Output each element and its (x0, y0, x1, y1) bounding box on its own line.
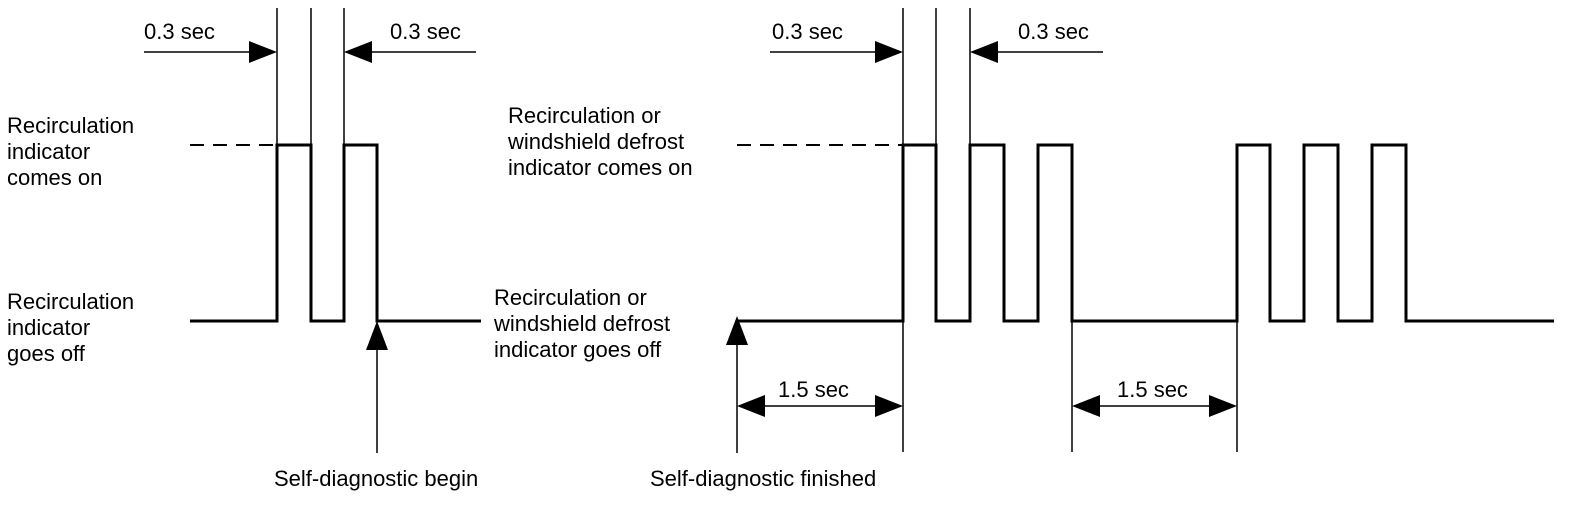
label-line: Recirculation (7, 113, 135, 138)
left-off-state-label: Recirculation indicator goes off (7, 289, 134, 367)
right-off-state-label: Recirculation or windshield defrost indi… (494, 285, 670, 363)
interval-label-1: 1.5 sec (778, 377, 849, 402)
right-signal-waveform (737, 143, 1554, 323)
arrow-up-icon (726, 316, 748, 345)
label-line: comes on (7, 165, 103, 190)
self-diagnostic-finished-label: Self-diagnostic finished (650, 466, 877, 491)
label-line: indicator (7, 139, 91, 164)
arrow-right-icon (249, 41, 277, 63)
label-line: Recirculation or (494, 285, 647, 310)
label-line: goes off (7, 341, 85, 366)
label-line: indicator (7, 315, 91, 340)
right-timing-label-1: 0.3 sec (772, 19, 843, 44)
arrow-right-icon (1209, 395, 1237, 417)
left-on-state-label: Recirculation indicator comes on (7, 113, 134, 191)
arrow-up-icon (366, 321, 388, 350)
left-signal-waveform (190, 143, 481, 323)
right-on-state-label: Recirculation or windshield defrost indi… (508, 103, 693, 181)
label-line: Recirculation or (508, 103, 661, 128)
left-timing-label-2: 0.3 sec (390, 19, 461, 44)
arrow-right-icon (875, 41, 903, 63)
interval-label-2: 1.5 sec (1117, 377, 1188, 402)
self-diagnostic-begin-label: Self-diagnostic begin (274, 466, 479, 491)
arrow-left-icon (344, 41, 372, 63)
arrow-left-icon (970, 41, 998, 63)
label-line: windshield defrost (508, 129, 685, 154)
arrow-left-icon (737, 395, 765, 417)
arrow-right-icon (875, 395, 903, 417)
arrow-left-icon (1072, 395, 1100, 417)
left-timing-label-1: 0.3 sec (144, 19, 215, 44)
label-line: indicator goes off (494, 337, 662, 362)
right-timing-label-2: 0.3 sec (1018, 19, 1089, 44)
label-line: indicator comes on (508, 155, 693, 180)
label-line: windshield defrost (494, 311, 671, 336)
label-line: Recirculation (7, 289, 135, 314)
